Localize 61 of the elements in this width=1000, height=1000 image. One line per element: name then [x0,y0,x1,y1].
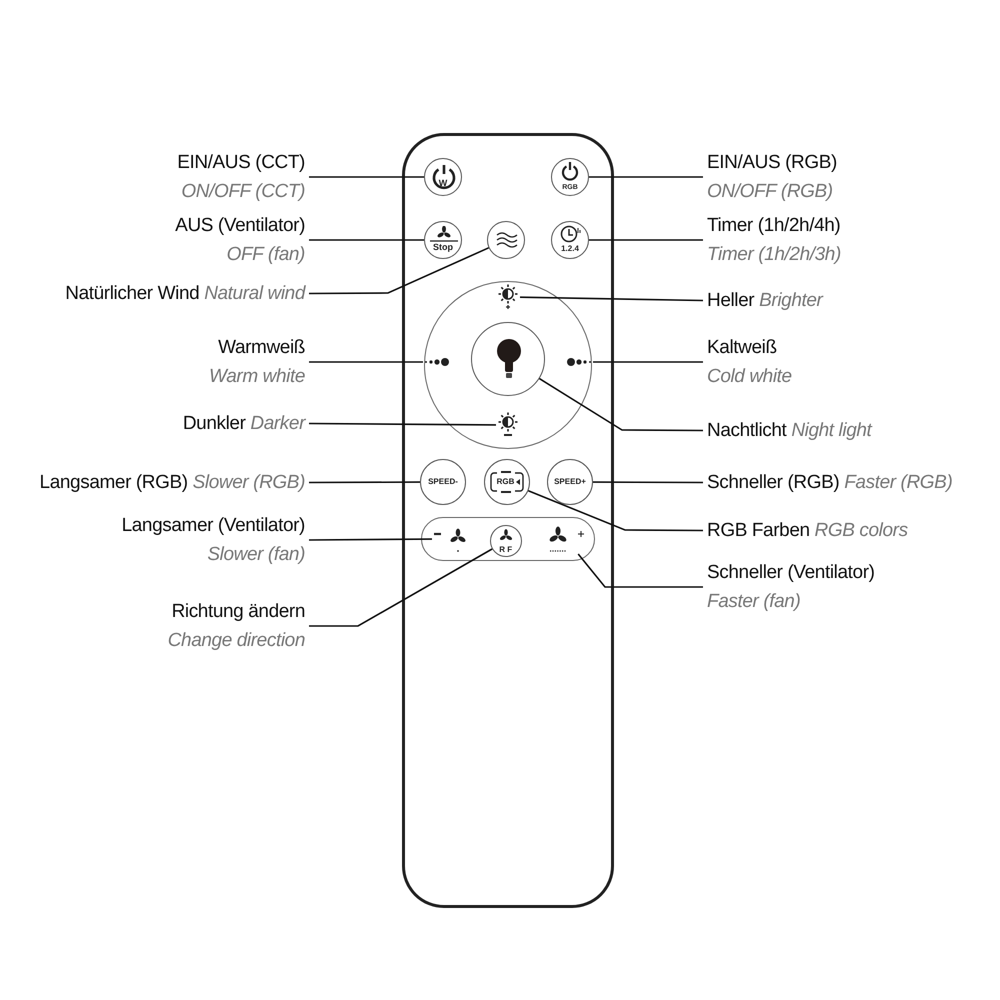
callout-translation: ON/OFF (RGB) [707,180,834,204]
leader-line [589,239,703,241]
callout-label: Schneller (Ventilator) [707,561,876,585]
callout-translation: Faster (fan) [707,590,802,614]
leader-line [309,548,492,627]
power-button: W [424,158,462,196]
leader-line [309,239,424,241]
callout-translation: Darker [250,413,305,434]
direction-button: R F [490,524,522,557]
leader-line [309,538,432,541]
leader-line [309,422,496,426]
timer-button: 1.2.4 [551,221,589,259]
callout-label: Schneller (RGB) [707,472,840,493]
callout-label: Kaltweiß [707,336,778,360]
leader-line [589,176,703,178]
leader-line [309,176,424,178]
callout-label: EIN/AUS (CCT) [176,151,305,175]
stop-button: Stop [424,221,462,259]
leader-line [593,361,703,363]
callout-label: Natürlicher Wind [65,283,200,304]
callout-label: Timer (1h/2h/4h) [707,214,842,238]
dial-ring [424,281,592,449]
callout-translation: Faster (RGB) [844,472,952,493]
fan-control-bar [421,517,595,561]
wind-button [487,221,525,259]
callout-label: Heller [707,290,754,311]
leader-line [538,378,703,432]
leader-line [528,490,703,532]
callout-translation: Timer (1h/2h/3h) [707,243,842,267]
callout-translation: Warm white [208,365,305,389]
callout-translation: Slower (fan) [206,543,305,567]
callout-translation: Change direction [166,629,305,653]
callout-label: Langsamer (Ventilator) [120,514,305,538]
callout-translation: Brighter [759,290,822,311]
remote-control-body [402,133,614,908]
callout-translation: Natural wind [204,283,305,304]
leader-line [520,296,704,302]
leader-line [309,481,420,484]
callout-translation: Slower (RGB) [192,472,305,493]
speed-up-button: SPEED+ [547,459,593,505]
callout-translation: ON/OFF (CCT) [180,180,305,204]
callout-label: Dunkler [182,413,246,434]
leader-line [593,481,703,484]
callout-label: Warmweiß [217,336,305,360]
rgb-mode-button: RGB [484,459,530,505]
callout-translation: Night light [791,420,872,441]
leader-line [309,361,423,363]
callout-translation: OFF (fan) [226,243,305,267]
callout-translation: RGB colors [814,520,908,541]
callout-translation: Cold white [707,365,793,389]
speed-down-button: SPEED- [420,459,466,505]
callout-label: RGB Farben [707,520,810,541]
sun-minus-icon [496,412,520,438]
leader-line [578,554,703,588]
callout-label: Langsamer (RGB) [40,472,188,493]
callout-label: Nachtlicht [707,420,786,441]
callout-label: AUS (Ventilator) [174,214,305,238]
leader-line [309,247,490,294]
callout-label: EIN/AUS (RGB) [707,151,838,175]
callout-label: Richtung ändern [170,600,305,624]
sun-plus-icon [496,284,520,310]
